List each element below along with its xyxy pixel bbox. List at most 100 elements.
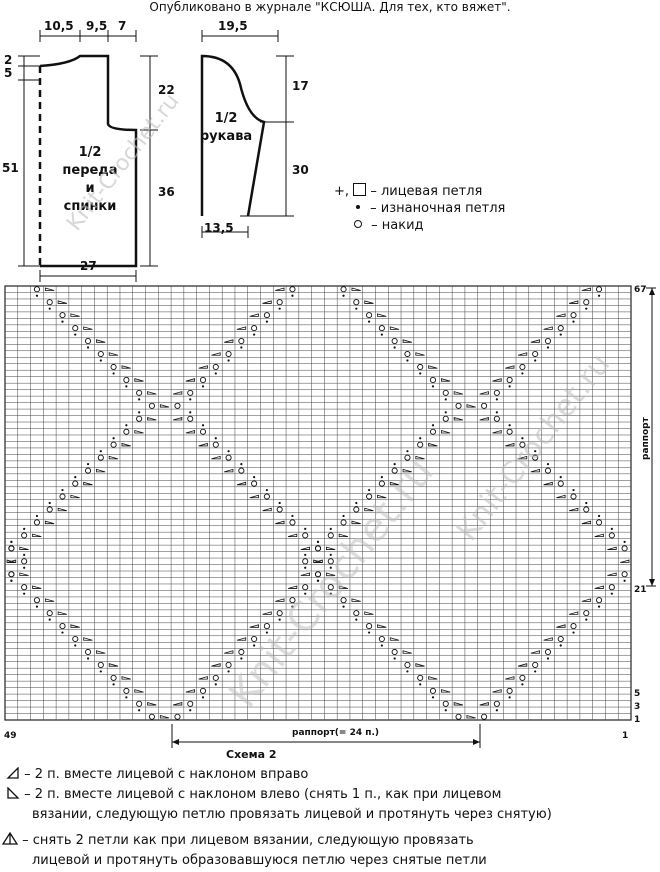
key-purl-text: – изнаночная петля	[370, 201, 506, 216]
k2tog-right-icon	[6, 766, 19, 779]
row-number-67: 67	[634, 285, 647, 295]
yarn-over-mark	[519, 363, 526, 371]
k2tog-right-mark	[479, 391, 489, 395]
row-number-3: 3	[634, 702, 640, 712]
k2tog-right-mark	[530, 339, 540, 343]
purl-dot	[253, 644, 256, 647]
purl-dot	[623, 540, 626, 543]
yarn-over-mark	[557, 635, 564, 643]
purl-dot	[521, 683, 524, 686]
purl-dot	[355, 501, 358, 505]
sleeve-cap-height: 17	[292, 79, 309, 93]
purl-dot	[35, 605, 39, 608]
purl-dot	[278, 618, 281, 621]
yarn-over-mark	[353, 506, 360, 513]
k2tog-left-mark	[32, 585, 42, 589]
k2tog-left-mark	[147, 417, 157, 421]
yarn-over-mark	[263, 493, 270, 500]
purl-dot	[291, 605, 294, 608]
purl-dot	[61, 488, 64, 492]
yarn-over-mark	[314, 545, 322, 552]
yarn-over-mark	[404, 661, 411, 668]
yarn-over-mark	[238, 648, 245, 656]
k2tog-right-mark	[262, 611, 272, 615]
purl-dot	[368, 488, 371, 492]
purl-dot	[495, 709, 498, 712]
yarn-over-circle-icon	[354, 220, 362, 228]
purl-dot	[393, 346, 396, 349]
k2tog-right-mark	[249, 494, 259, 499]
k2tog-left-mark	[19, 572, 29, 576]
yarn-over-mark	[340, 519, 347, 526]
k2tog-left-mark	[338, 533, 349, 538]
yarn-over-mark	[353, 610, 360, 617]
k2tog-left-mark	[108, 352, 119, 356]
yarn-over-mark	[570, 493, 577, 500]
k2tog-right-mark	[556, 624, 566, 628]
purl-dot	[23, 553, 26, 556]
purl-dot	[112, 683, 115, 686]
yarn-over-mark	[327, 558, 334, 565]
k2tog-right-mark	[275, 598, 285, 602]
yarn-over-mark	[21, 558, 28, 565]
key-knit: +, – лицевая петля	[334, 183, 482, 200]
yarn-over-mark	[225, 661, 232, 668]
purl-dot	[125, 424, 128, 427]
k2tog-left-mark	[108, 663, 119, 667]
k2tog-left-mark	[402, 650, 412, 654]
sleeve-pattern-diagram: 19,5 17 30 13,5 1/2 рукава	[200, 19, 309, 238]
purl-dot	[342, 294, 345, 297]
yarn-over-mark	[519, 674, 526, 681]
k2tog-left-mark	[377, 313, 387, 317]
purl-dot	[559, 644, 562, 647]
purl-dot	[431, 385, 435, 388]
body-width-neck: 10,5	[44, 19, 74, 33]
yarn-over-mark	[251, 325, 258, 332]
yarn-over-mark	[621, 571, 628, 578]
yarn-over-mark	[8, 571, 15, 578]
legend-cdd-text-1: – снять 2 петли как при лицевом вязании,…	[22, 833, 474, 848]
yarn-over-mark	[583, 610, 590, 617]
k2tog-right-mark	[530, 650, 540, 654]
yarn-over-mark	[212, 674, 219, 681]
sleeve-label-line1: 1/2	[215, 111, 238, 126]
k2tog-left-mark	[428, 365, 438, 369]
k2tog-right-mark	[275, 520, 285, 525]
purl-dot	[304, 592, 307, 595]
yarn-over-mark	[199, 428, 207, 435]
purl-dot	[406, 450, 409, 453]
purl-dot	[534, 450, 537, 453]
purl-dot	[138, 398, 141, 401]
k2tog-right-mark	[581, 598, 592, 602]
k2tog-left-mark	[389, 637, 400, 641]
purl-dot	[138, 709, 141, 712]
body-label-line1: 1/2	[79, 145, 102, 160]
k2tog-right-mark	[172, 417, 183, 421]
legend-k2tog-left-text-2: вязании, следующую петлю провязать лицев…	[32, 807, 552, 822]
purl-dot	[86, 346, 90, 349]
purl-dot	[559, 475, 562, 479]
k2tog-left-mark	[96, 339, 106, 343]
legend-k2tog-right: – 2 п. вместе лицевой с наклоном вправо	[6, 766, 308, 783]
k2tog-right-mark	[517, 352, 528, 356]
purl-dot	[201, 696, 205, 699]
chart-title: Схема 2	[226, 748, 277, 761]
purl-dot	[444, 411, 447, 414]
purl-dot	[419, 437, 422, 440]
purl-dot	[546, 657, 550, 660]
k2tog-left-mark	[44, 598, 55, 602]
purl-dot	[406, 359, 409, 362]
centered-double-decrease-icon	[1, 831, 19, 845]
k2tog-right-mark	[262, 300, 272, 304]
yarn-over-mark	[33, 286, 40, 293]
yarn-over-mark	[302, 584, 309, 591]
purl-dot	[368, 320, 371, 323]
yarn-over-mark	[21, 584, 28, 591]
purl-dot	[112, 437, 115, 440]
yarn-over-mark	[353, 299, 360, 306]
purl-dot	[48, 307, 51, 310]
yarn-over-mark	[46, 610, 53, 617]
purl-dot	[380, 644, 383, 647]
k2tog-right-mark	[185, 378, 196, 382]
yarn-over-mark	[21, 532, 28, 539]
